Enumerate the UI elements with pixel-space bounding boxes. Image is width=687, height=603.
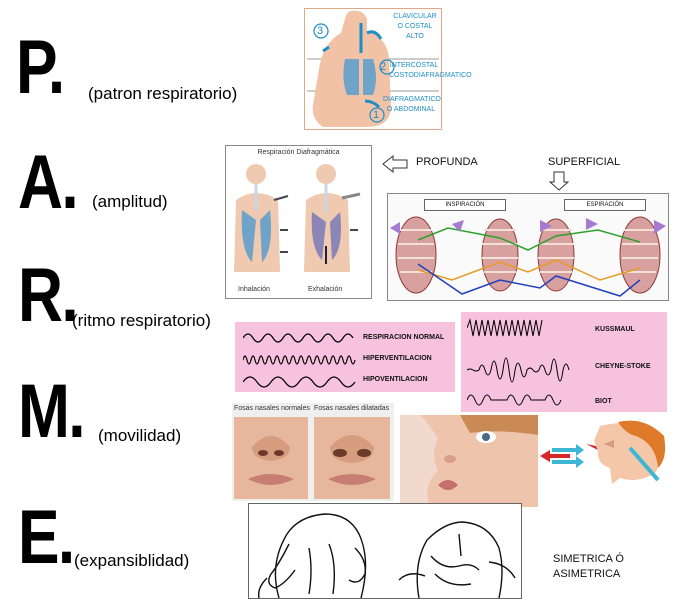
symmetry-label: SIMETRICA Ó ASIMETRICA — [553, 553, 624, 580]
letter-e: E. — [18, 495, 75, 580]
letter-r: R. — [18, 253, 79, 338]
rhythm-label-cheyne: CHEYNE-STOKE — [595, 363, 651, 370]
pattern-num-1: 1 — [373, 109, 380, 121]
letter-m: M. — [18, 369, 86, 454]
diaphragm-panel: Respiración Diafragmática Inhalación Exh… — [225, 145, 372, 299]
rhythm-label-hyper: HIPERVENTILACION — [363, 355, 432, 362]
shallow-label: SUPERFICIAL — [548, 156, 621, 168]
rhythm-label-normal: RESPIRACION NORMAL — [363, 334, 445, 341]
ribcage-illustration — [390, 216, 666, 297]
left-arrow-icon — [382, 154, 408, 174]
expansion-hands-illustration — [257, 513, 516, 599]
child-profile-illustration — [540, 420, 666, 484]
rhythm-waves-left — [243, 333, 356, 388]
nose-dilated-caption: Fosas nasales dilatadas — [314, 405, 390, 412]
word-movilidad: (movilidad) — [98, 426, 182, 445]
deep-label: PROFUNDA — [416, 156, 478, 168]
pattern-panel: 3 CLAVICULAR O COSTAL ALTO 2 INTERCOSTAL… — [304, 8, 472, 130]
rhythm-waves-right — [467, 318, 570, 406]
exhale-label: Exhalación — [308, 286, 343, 293]
word-amplitud: (amplitud) — [92, 192, 168, 211]
word-ritmo: (ritmo respiratorio) — [72, 311, 211, 330]
nostril-panel: Fosas nasales normales Fosas nasales dil… — [232, 403, 394, 501]
pattern-label-clavicular: CLAVICULAR O COSTAL ALTO — [393, 13, 437, 40]
rhythm-panel-right: KUSSMAUL CHEYNE-STOKE BIOT — [461, 312, 667, 412]
inhale-exhale-figures — [234, 164, 361, 272]
expansion-panel — [248, 503, 522, 599]
pattern-num-3: 3 — [317, 25, 324, 37]
torso-illustration — [306, 10, 440, 128]
child-face-photo — [400, 415, 538, 507]
rhythm-panel-left: RESPIRACION NORMAL HIPERVENTILACION HIPO… — [235, 322, 455, 392]
pattern-label-diafragmatico: DIAFRAGMATICO O ABDOMINAL — [383, 96, 441, 113]
letter-p: P. — [16, 25, 65, 110]
esp-label: ESPIRACIÓN — [564, 199, 646, 211]
nose-illustrations — [234, 417, 390, 499]
letter-a: A. — [18, 140, 79, 225]
down-arrow-icon — [548, 171, 570, 191]
rhythm-label-biot: BIOT — [595, 398, 612, 405]
ribcage-panel: INSPIRACIÓN ESPIRACIÓN — [387, 193, 669, 301]
diaphragm-title: Respiración Diafragmática — [257, 149, 340, 156]
rhythm-label-kussmaul: KUSSMAUL — [595, 326, 635, 333]
pattern-label-intercostal: INTERCOSTAL COSTODIAFRAGMATICO — [389, 62, 472, 79]
pattern-num-2: 2 — [380, 61, 387, 73]
word-patron: (patron respiratorio) — [88, 84, 238, 103]
insp-label: INSPIRACIÓN — [424, 199, 506, 211]
nose-normal-caption: Fosas nasales normales — [234, 405, 310, 412]
word-expansibilidad: (expansiblidad) — [74, 551, 190, 570]
rhythm-label-hypo: HIPOVENTILACION — [363, 376, 428, 383]
inhale-label: Inhalación — [238, 286, 270, 293]
